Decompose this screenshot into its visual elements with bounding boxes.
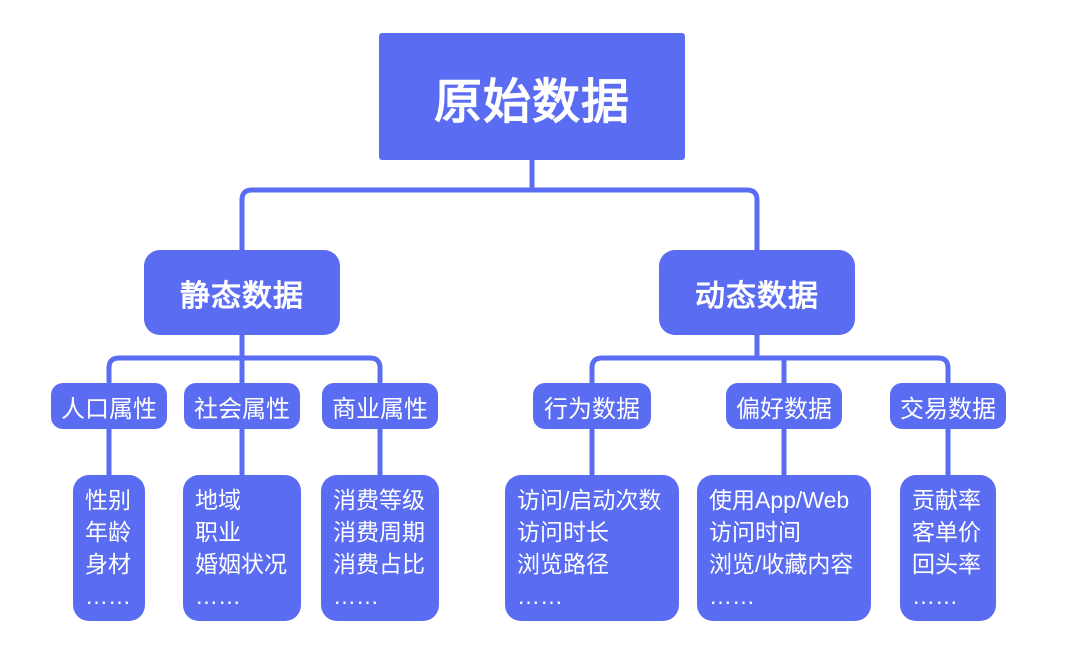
node-social-attributes: 社会属性 <box>184 383 300 429</box>
ellipsis-item: …… <box>195 583 241 609</box>
node-demographic-attributes: 人口属性 <box>51 383 167 429</box>
leaf-behavior-items: 访问/启动次数 访问时长 浏览路径 …… <box>505 475 679 621</box>
list-item: 访问时长 <box>517 519 609 545</box>
node-transaction-data: 交易数据 <box>890 383 1006 429</box>
ellipsis-item: …… <box>517 583 563 609</box>
list-item: 性别 <box>85 487 131 513</box>
node-behavior-data: 行为数据 <box>533 383 651 429</box>
ellipsis-item: …… <box>912 583 958 609</box>
ellipsis-item: …… <box>85 583 131 609</box>
list-item: 地域 <box>195 487 241 513</box>
leaf-demographic-items: 性别 年龄 身材 …… <box>73 475 145 621</box>
node-preference-data: 偏好数据 <box>726 383 842 429</box>
connector-root-branches <box>239 187 760 254</box>
list-item: 消费等级 <box>333 487 425 513</box>
list-item: 消费周期 <box>333 519 425 545</box>
node-raw-data: 原始数据 <box>379 33 685 160</box>
ellipsis-item: …… <box>333 583 379 609</box>
list-item: 身材 <box>85 551 131 577</box>
leaf-social-items: 地域 职业 婚姻状况 …… <box>183 475 301 621</box>
list-item: 年龄 <box>85 519 131 545</box>
connector-dynamic-children <box>589 355 951 387</box>
list-item: 浏览路径 <box>517 551 609 577</box>
list-item: 客单价 <box>912 519 981 545</box>
list-item: 消费占比 <box>333 551 425 577</box>
list-item: 回头率 <box>912 551 981 577</box>
list-item: 职业 <box>195 519 241 545</box>
list-item: 浏览/收藏内容 <box>709 551 854 577</box>
list-item: 使用App/Web <box>709 487 850 513</box>
list-item: 贡献率 <box>912 487 981 513</box>
leaf-preference-items: 使用App/Web 访问时间 浏览/收藏内容 …… <box>697 475 871 621</box>
ellipsis-item: …… <box>709 583 755 609</box>
node-commercial-attributes: 商业属性 <box>322 383 438 429</box>
list-item: 访问时间 <box>709 519 801 545</box>
leaf-transaction-items: 贡献率 客单价 回头率 …… <box>900 475 996 621</box>
connector-static-children <box>106 355 383 387</box>
node-dynamic-data: 动态数据 <box>659 250 855 335</box>
list-item: 婚姻状况 <box>195 551 287 577</box>
leaf-commercial-items: 消费等级 消费周期 消费占比 …… <box>321 475 439 621</box>
list-item: 访问/启动次数 <box>517 487 662 513</box>
node-static-data: 静态数据 <box>144 250 340 335</box>
